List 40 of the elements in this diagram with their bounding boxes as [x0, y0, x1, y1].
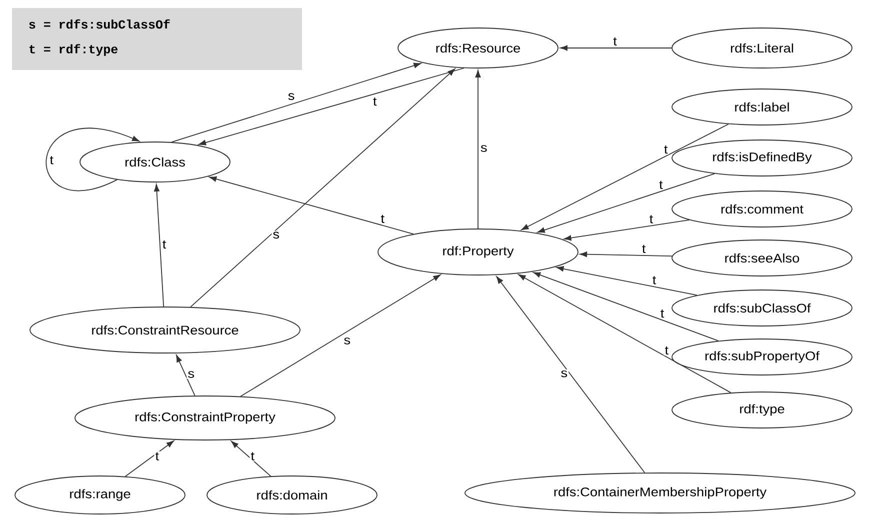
edge-label: t — [48, 155, 55, 166]
edge-label: t — [154, 451, 160, 462]
edge-label: t — [664, 345, 670, 356]
edge-label: s — [272, 230, 281, 240]
edge-label: t — [250, 451, 256, 462]
arrow — [46, 128, 140, 192]
arrow — [231, 440, 272, 477]
edge-label: t — [651, 275, 658, 286]
edge-label: s — [560, 369, 569, 378]
arrow — [171, 62, 422, 142]
arrow — [564, 220, 690, 241]
arrow — [209, 176, 414, 234]
edge-label: t — [658, 180, 664, 190]
edge-label: t — [161, 239, 168, 250]
edge-label: s — [286, 92, 296, 101]
edge-label: t — [640, 244, 647, 254]
arrow — [176, 354, 196, 396]
edge-label: s — [342, 336, 352, 346]
edge-label: t — [659, 308, 666, 319]
edge-label: t — [380, 214, 386, 224]
arrow — [580, 252, 672, 257]
edge-label: t — [662, 144, 669, 155]
arrow — [537, 173, 715, 233]
arrow — [496, 276, 646, 474]
arrow — [124, 440, 174, 477]
edge-label: t — [648, 214, 654, 224]
edge-label: s — [479, 144, 488, 153]
edge-label: t — [612, 36, 618, 47]
edge-label: t — [372, 96, 378, 107]
arrow — [475, 70, 481, 229]
arrow — [198, 68, 464, 146]
arrow — [533, 272, 719, 342]
arrow — [518, 274, 732, 394]
arrow — [556, 266, 698, 296]
edge-label: s — [186, 370, 196, 379]
key-box: s = rdfs:subClassOf t = rdf:type — [12, 8, 302, 70]
arrow — [190, 68, 456, 308]
arrow — [154, 184, 164, 307]
arrow — [240, 274, 441, 397]
arrow — [560, 45, 672, 51]
